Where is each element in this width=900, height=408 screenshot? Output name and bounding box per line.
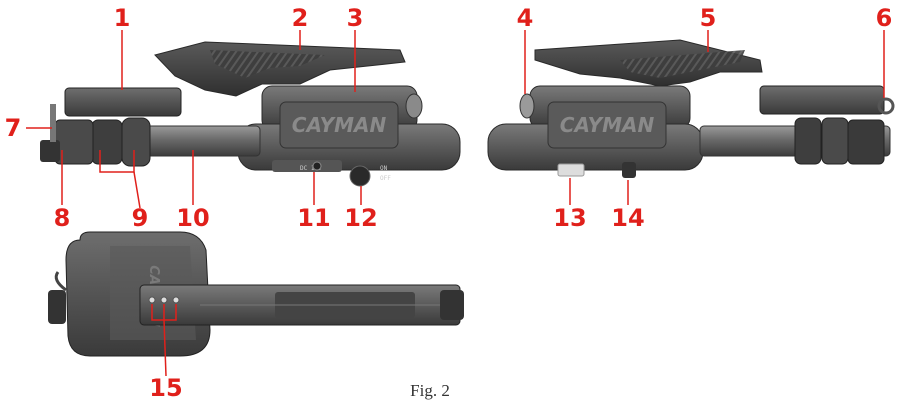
bracket: [50, 104, 56, 142]
leader-lines-top: [151, 304, 177, 377]
callout-7: 7: [4, 114, 22, 142]
clamp-right-a: [794, 117, 822, 165]
end-mount-right: [847, 119, 885, 165]
callout-9: 9: [131, 204, 149, 232]
callout-14: 14: [611, 204, 645, 232]
clamp-b: [121, 117, 151, 167]
handle-grip-right: [620, 50, 745, 78]
callout-4: 4: [516, 4, 534, 32]
callout-15: 15: [149, 374, 183, 402]
port-text: DC 12V: [300, 165, 322, 172]
right-side-view: CAYMAN: [487, 30, 895, 205]
serial-label: [557, 163, 585, 177]
end-knob: [40, 140, 60, 162]
mode-label-off: OFF: [380, 175, 391, 182]
mode-label-on: ON: [380, 165, 388, 172]
callout-2: 2: [291, 4, 309, 32]
callout-10: 10: [176, 204, 210, 232]
speaker-grille: [622, 162, 636, 178]
label-panel-right: [547, 101, 667, 149]
top-view: CAYMAN: [48, 231, 464, 377]
callout-3: 3: [346, 4, 364, 32]
callout-11: 11: [297, 204, 331, 232]
brand-text-right: CAYMAN: [560, 113, 655, 137]
clamp-a: [91, 119, 123, 165]
clamp-right-b: [821, 117, 849, 165]
side-port-panel: [272, 160, 342, 172]
callout-13: 13: [553, 204, 587, 232]
top-plate: [64, 87, 182, 117]
indicator-b: [160, 296, 168, 304]
indicator-c: [172, 296, 180, 304]
callout-5: 5: [699, 4, 717, 32]
left-side-view: CAYMAN DC 12V ON OFF: [26, 30, 461, 209]
end-mount: [54, 119, 94, 165]
body-end-cap: [405, 93, 423, 119]
leader-lines-right: [524, 30, 885, 205]
indicator-a: [148, 296, 156, 304]
port-led: [312, 161, 322, 171]
brand-text-left: CAYMAN: [292, 113, 387, 137]
side-knob-right: [519, 93, 535, 119]
top-view-clamp: [48, 290, 66, 324]
top-plate-right: [759, 85, 885, 115]
callout-12: 12: [344, 204, 378, 232]
callout-1: 1: [113, 4, 131, 32]
callout-6: 6: [875, 4, 893, 32]
top-view-end: [440, 290, 464, 320]
callout-8: 8: [53, 204, 71, 232]
handle-grip: [210, 50, 325, 78]
label-panel: [279, 101, 399, 149]
mode-knob: [349, 165, 371, 187]
top-view-cable: [54, 271, 67, 292]
leader-lines-left: [26, 30, 362, 209]
end-ring: [877, 97, 895, 115]
figure-caption: Fig. 2: [410, 381, 450, 400]
